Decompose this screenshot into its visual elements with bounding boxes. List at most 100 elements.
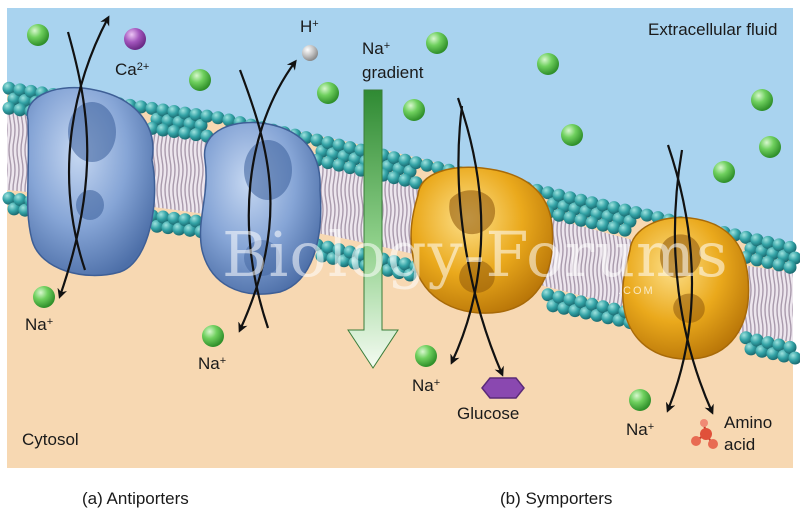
lipid-head [24, 84, 38, 98]
lipid-head [574, 193, 588, 207]
lipid-head [13, 193, 27, 207]
lipid-head [167, 125, 181, 139]
sodium-ion [33, 286, 55, 308]
lipid-head [200, 109, 214, 123]
lipid-head [172, 222, 186, 236]
lipid-head [409, 156, 423, 170]
lipid-head [321, 240, 335, 254]
lipid-head [321, 136, 335, 150]
sodium-ion [561, 124, 583, 146]
lipid-head [387, 151, 401, 165]
lipid-head [783, 340, 797, 354]
lipid-head [150, 219, 164, 233]
lipid-head [178, 126, 192, 140]
lipid-head [13, 103, 27, 117]
lipid-head [189, 108, 203, 122]
na-gradient-arrow [347, 89, 399, 369]
antiporter-protein-1 [26, 86, 156, 277]
lipid-head [183, 223, 197, 237]
lipid-head [552, 208, 566, 222]
lipid-head [788, 351, 800, 365]
lipid-head [607, 221, 621, 235]
lipid-head [552, 188, 566, 202]
na-gradient-label: Na+ gradient [362, 39, 424, 82]
lipid-head [134, 100, 148, 114]
antiporter-1-arrows [57, 15, 110, 299]
amino-acid-molecule [691, 419, 718, 449]
lipid-head [783, 240, 797, 254]
lipid-head [618, 203, 632, 217]
lipid-head [343, 141, 357, 155]
lipid-head [178, 213, 192, 227]
lipid-head [145, 101, 159, 115]
lipid-head [750, 233, 764, 247]
antiporter-protein-2 [199, 121, 322, 295]
sodium-ions [27, 24, 781, 411]
sodium-label-antiporter-2: Na+ [198, 354, 227, 373]
lipid-head [156, 103, 170, 117]
lipid-head [222, 113, 236, 127]
lipid-head [607, 302, 621, 316]
lipid-head [783, 260, 797, 274]
lipid-head [7, 202, 21, 216]
lipid-head [398, 257, 412, 271]
sodium-ion [426, 32, 448, 54]
lipid-head [161, 221, 175, 235]
lipid-head [13, 83, 27, 97]
lipid-head [739, 331, 753, 345]
sodium-label-antiporter-1: Na+ [25, 315, 54, 334]
symporter-2-arrows [665, 144, 714, 415]
glucose-label: Glucose [457, 404, 520, 423]
sodium-ion [537, 53, 559, 75]
amino-acid-label: Amino acid [724, 413, 773, 454]
sodium-ion [751, 89, 773, 111]
lipid-head [750, 253, 764, 267]
lipid-head [156, 210, 170, 224]
sodium-label-symporter-2: Na+ [626, 420, 655, 439]
sodium-ion [27, 24, 49, 46]
lipid-head [772, 238, 786, 252]
lipid-head [167, 211, 181, 225]
lipid-head [541, 186, 555, 200]
lipid-head [585, 216, 599, 230]
sodium-label-symporter-1: Na+ [412, 376, 441, 395]
lipid-head [189, 214, 203, 228]
lipid-head [343, 161, 357, 175]
lipid-head [596, 300, 610, 314]
lipid-head [761, 235, 775, 249]
sodium-ion [403, 99, 425, 121]
lipid-head [739, 230, 753, 244]
lipid-head [629, 206, 643, 220]
lipid-head [541, 288, 555, 302]
lipid-head [585, 297, 599, 311]
lipid-head [552, 290, 566, 304]
antiporter-2-arrows [238, 59, 297, 333]
sodium-ion [713, 161, 735, 183]
calcium-ion [124, 28, 146, 50]
watermark-logo: Biology-Forums [222, 218, 729, 291]
lipid-tail-band [7, 112, 793, 342]
cytosol-label: Cytosol [22, 430, 79, 449]
lipid-head [420, 158, 434, 172]
sodium-ion [415, 345, 437, 367]
glucose-molecule [481, 377, 525, 399]
symporters-caption: (b) Symporters [500, 489, 613, 508]
lipid-head [167, 105, 181, 119]
lipid-head [563, 293, 577, 307]
lipid-head [585, 196, 599, 210]
lipid-head [2, 191, 16, 205]
lipid-head [618, 223, 632, 237]
lipid-head [563, 211, 577, 225]
sodium-ion [759, 136, 781, 158]
extracellular-fluid-label: Extracellular fluid [648, 20, 778, 39]
lipid-head [343, 245, 357, 259]
lipid-head [409, 176, 423, 190]
lipid-head [2, 81, 16, 95]
sodium-ion [629, 389, 651, 411]
hydrogen-ion [302, 45, 318, 61]
lipid-head [332, 138, 346, 152]
lipid-head [211, 111, 225, 125]
hydrogen-label: H+ [300, 17, 319, 36]
antiporters-caption: (a) Antiporters [82, 489, 189, 508]
